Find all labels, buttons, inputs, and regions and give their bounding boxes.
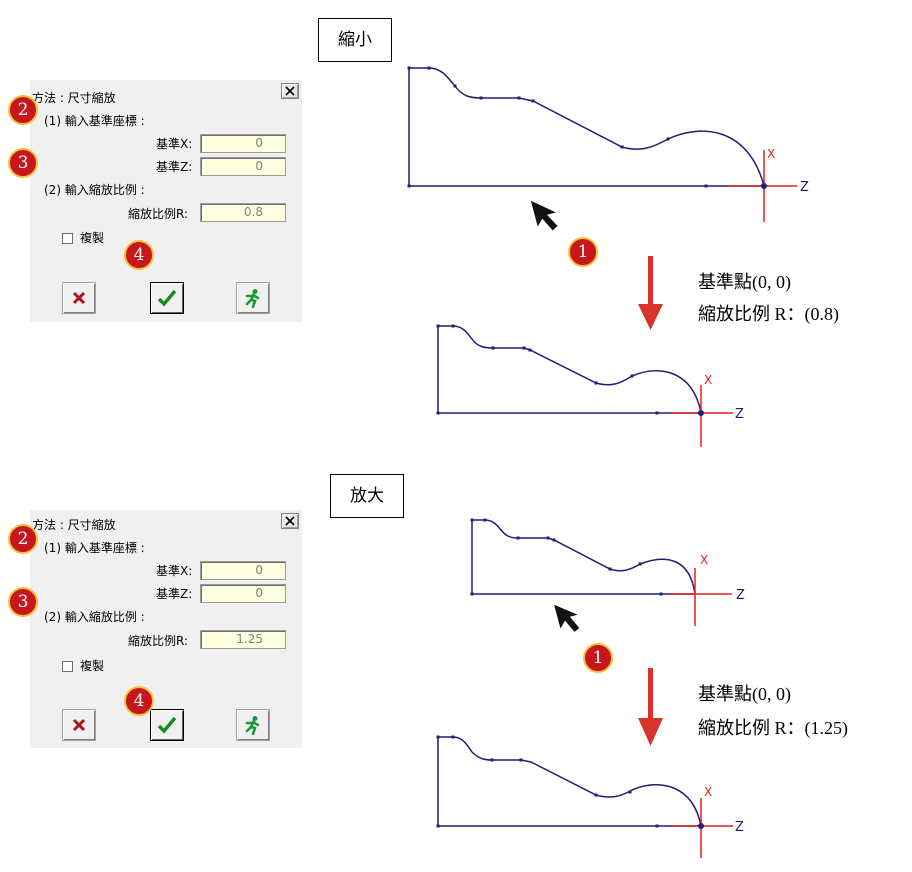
axis-x-label: X xyxy=(704,373,712,387)
axis-x-label: X xyxy=(767,147,775,161)
ratio-label: 縮放比例R: xyxy=(128,634,189,648)
base-z-label: 基準Z: xyxy=(156,587,193,601)
caption-base-point: 基準點(0, 0) xyxy=(698,684,791,704)
base-z-field[interactable]: 0 xyxy=(200,157,286,176)
method-label: 方法 : 尺寸縮放 xyxy=(32,518,116,532)
section-title-enlarge: 放大 xyxy=(330,474,404,518)
axis-z-label: Z xyxy=(736,588,745,603)
base-x-field[interactable]: 0 xyxy=(200,561,286,580)
red-x-icon xyxy=(72,291,86,305)
red-x-icon xyxy=(72,718,86,732)
confirm-button[interactable] xyxy=(150,709,184,741)
copy-label: 複製 xyxy=(80,659,105,673)
base-z-label: 基準Z: xyxy=(156,160,193,174)
down-arrow-icon xyxy=(638,668,663,746)
axis-x-label: X xyxy=(700,553,708,567)
step-badge-3: 3 xyxy=(8,148,38,178)
original-profile xyxy=(408,67,765,187)
copy-checkbox[interactable] xyxy=(62,661,73,672)
copy-checkbox[interactable] xyxy=(62,233,73,244)
down-arrow-icon xyxy=(638,256,663,330)
axis-z-label: Z xyxy=(735,407,744,422)
base-x-label: 基準X: xyxy=(156,137,193,151)
step2-label: (2) 輸入縮放比例 : xyxy=(44,610,145,624)
section-title-shrink: 縮小 xyxy=(318,18,392,62)
axes-origin-3 xyxy=(670,568,732,626)
base-z-field[interactable]: 0 xyxy=(200,584,286,603)
caption-ratio: 縮放比例 R：(0.8) xyxy=(698,304,839,324)
ratio-field[interactable]: 1.25 xyxy=(200,630,286,649)
step1-label: (1) 輸入基準座標 : xyxy=(44,114,145,128)
scaled-points-enlarge xyxy=(436,735,659,828)
close-icon xyxy=(285,516,295,526)
axis-x-label: X xyxy=(704,785,712,799)
step-badge-1: 1 xyxy=(583,643,613,673)
shrink-diagram: X Z X Z xyxy=(407,66,809,447)
green-check-icon xyxy=(157,716,177,734)
confirm-button[interactable] xyxy=(150,282,184,314)
scale-dialog-shrink: 方法 : 尺寸縮放 (1) 輸入基準座標 : 基準X: 0 基準Z: 0 (2)… xyxy=(30,80,302,322)
ratio-field[interactable]: 0.8 xyxy=(200,203,286,222)
close-button[interactable] xyxy=(281,83,299,99)
running-man-icon xyxy=(245,716,260,735)
scaled-profile-shrink xyxy=(437,325,702,414)
step-badge-1: 1 xyxy=(568,237,598,267)
mouse-cursor-icon xyxy=(528,198,561,233)
ratio-label: 縮放比例R: xyxy=(128,207,189,221)
origin-dot xyxy=(761,183,767,189)
mouse-cursor-icon xyxy=(551,602,583,634)
axes-origin-2 xyxy=(672,385,733,447)
close-icon xyxy=(285,86,295,96)
step2-label: (2) 輸入縮放比例 : xyxy=(44,183,145,197)
running-man-icon xyxy=(245,289,260,308)
axis-z-label: Z xyxy=(735,820,744,835)
scale-dialog-enlarge: 方法 : 尺寸縮放 (1) 輸入基準座標 : 基準X: 0 基準Z: 0 (2)… xyxy=(30,510,302,748)
step-badge-4: 4 xyxy=(124,686,154,716)
original-points xyxy=(470,518,663,596)
enlarge-diagram: X Z X Z xyxy=(436,518,745,858)
caption-base-point: 基準點(0, 0) xyxy=(698,272,791,292)
close-button[interactable] xyxy=(281,513,299,529)
cancel-button[interactable] xyxy=(62,282,96,314)
step-badge-2: 2 xyxy=(8,95,38,125)
method-label: 方法 : 尺寸縮放 xyxy=(32,91,116,105)
scaled-profile-enlarge xyxy=(437,736,702,827)
step1-label: (1) 輸入基準座標 : xyxy=(44,541,145,555)
step-badge-4: 4 xyxy=(124,240,154,270)
base-x-field[interactable]: 0 xyxy=(200,134,286,153)
base-x-label: 基準X: xyxy=(156,564,193,578)
run-button[interactable] xyxy=(236,282,270,314)
scaled-points-shrink xyxy=(436,324,659,415)
green-check-icon xyxy=(157,289,177,307)
copy-label: 複製 xyxy=(80,231,105,245)
step-badge-3: 3 xyxy=(8,587,38,617)
origin-dot xyxy=(698,823,704,829)
step-badge-2: 2 xyxy=(8,524,38,554)
caption-ratio: 縮放比例 R：(1.25) xyxy=(698,718,848,738)
original-profile xyxy=(471,519,696,595)
origin-dot xyxy=(698,410,704,416)
cancel-button[interactable] xyxy=(62,709,96,741)
axis-z-label: Z xyxy=(800,180,809,195)
run-button[interactable] xyxy=(236,709,270,741)
original-points xyxy=(407,66,708,188)
